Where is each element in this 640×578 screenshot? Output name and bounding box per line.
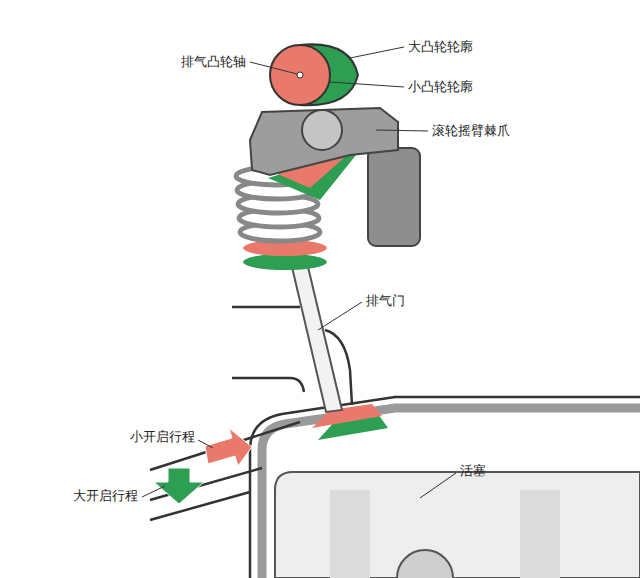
part-label: 大开启行程 xyxy=(73,488,138,504)
lash-adjuster xyxy=(368,148,420,246)
part-label: 小开启行程 xyxy=(130,429,195,445)
piston-pin xyxy=(397,550,453,578)
piston-shade xyxy=(520,490,560,578)
port-wall xyxy=(150,492,250,520)
camshaft-center xyxy=(297,72,303,78)
part-label: 大凸轮轮廓 xyxy=(408,39,473,55)
head-outline xyxy=(232,306,300,309)
valve-stem xyxy=(288,250,342,412)
piston xyxy=(275,472,640,578)
part-label: 小凸轮轮廓 xyxy=(408,79,473,95)
part-label: 排气凸轮轴 xyxy=(181,54,246,70)
roller xyxy=(302,110,342,150)
rocker-arm xyxy=(250,108,398,175)
part-label: 排气门 xyxy=(366,293,405,309)
large-lift-arrow xyxy=(154,468,204,504)
part-label: 活塞 xyxy=(460,463,486,479)
cam-lobe-small xyxy=(270,45,330,105)
head-outline xyxy=(232,378,304,392)
part-label: 滚轮摇臂棘爪 xyxy=(432,123,510,139)
cylinder-outline xyxy=(250,397,640,578)
piston-shade xyxy=(330,490,370,578)
cylinder-wall xyxy=(262,408,640,578)
valve-head-small xyxy=(312,404,382,428)
